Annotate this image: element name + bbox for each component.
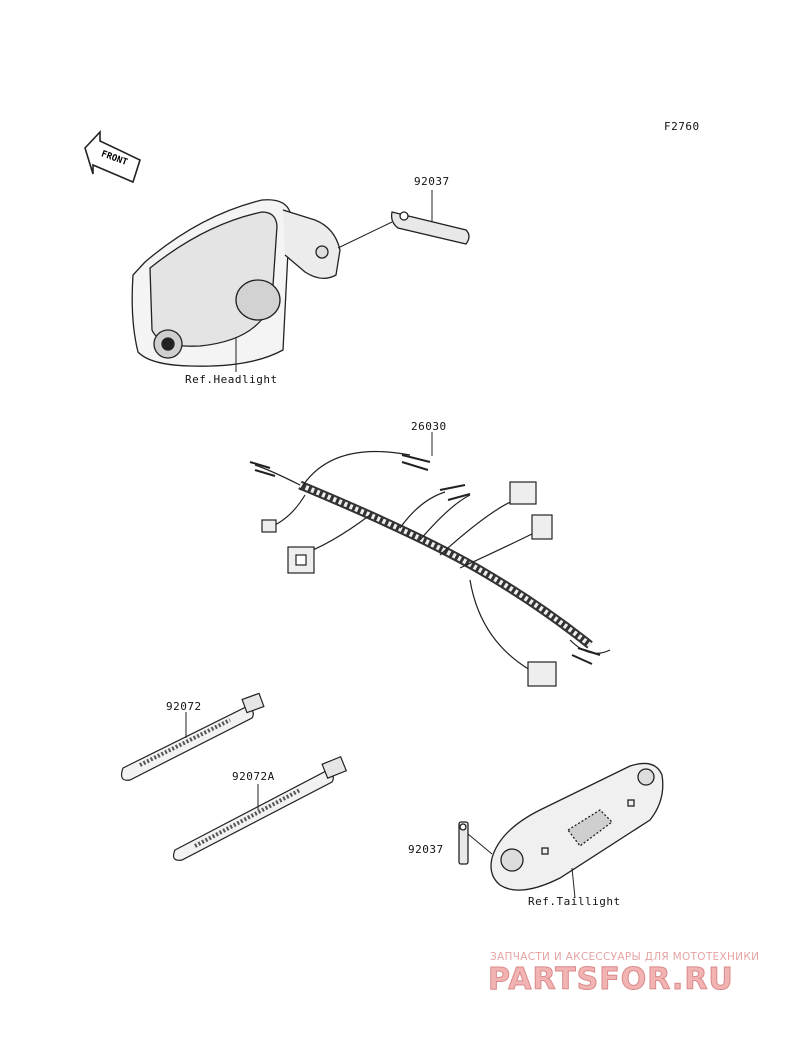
part-label-92072: 92072 <box>166 700 202 713</box>
band-92072 <box>120 692 265 781</box>
headlight-illustration <box>131 199 393 372</box>
watermark-logo: PARTSFOR.RU <box>488 962 734 998</box>
part-label-92037-bottom: 92037 <box>408 843 444 856</box>
clip-92037-top <box>390 190 470 245</box>
taillight-illustration <box>490 762 664 899</box>
wiring-harness-26030 <box>249 432 611 687</box>
watermark-subtitle: ЗАПЧАСТИ И АКСЕССУАРЫ ДЛЯ МОТОТЕХНИКИ <box>490 951 760 963</box>
ref-taillight-label: Ref.Taillight <box>528 895 621 908</box>
ref-headlight-label: Ref.Headlight <box>185 373 278 386</box>
band-92072a <box>172 755 348 861</box>
figure-code: F2760 <box>664 120 700 133</box>
clip-92037-bottom <box>458 821 493 865</box>
part-label-92072a: 92072A <box>232 770 275 783</box>
part-label-92037-top: 92037 <box>414 175 450 188</box>
front-arrow-icon: FRONT <box>84 129 141 184</box>
part-label-26030: 26030 <box>411 420 447 433</box>
